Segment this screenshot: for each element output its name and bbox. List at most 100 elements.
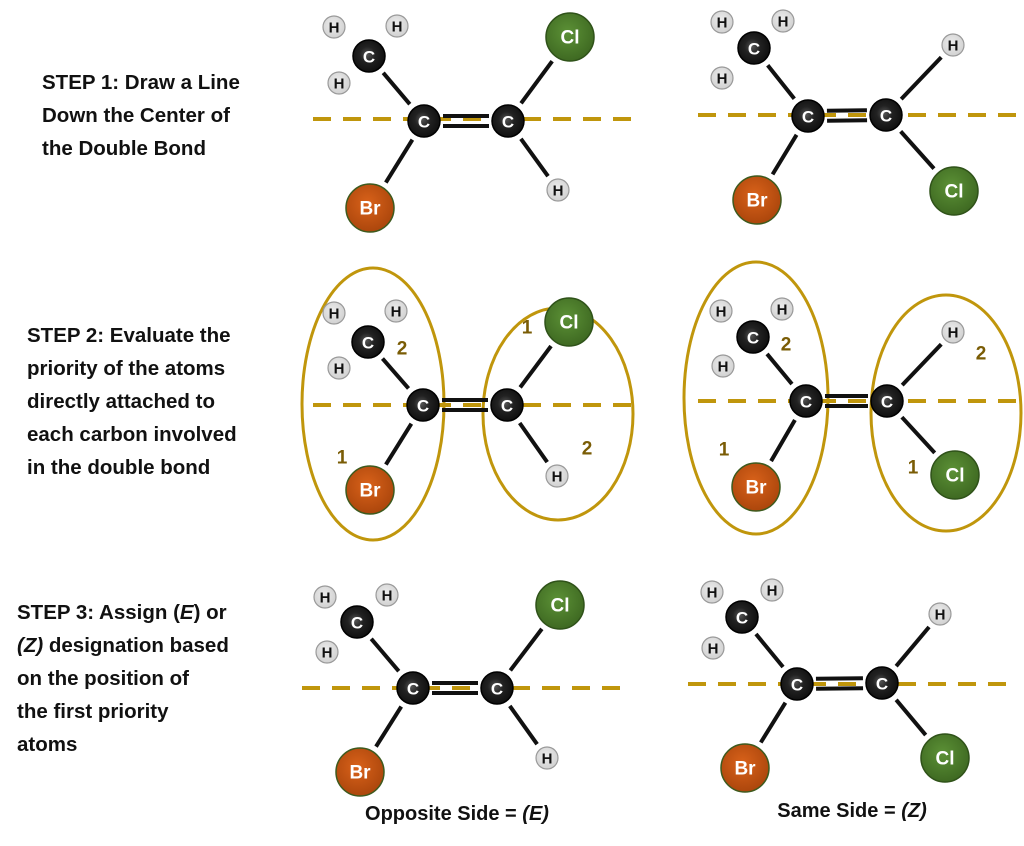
atom-symbol: C	[876, 675, 888, 694]
atom-br: Br	[731, 462, 781, 512]
atom-symbol: C	[736, 609, 748, 628]
atom-sphere	[535, 580, 585, 630]
atom-sphere	[407, 104, 441, 138]
atom-symbol: Br	[349, 763, 371, 784]
single-bond	[518, 344, 553, 389]
atom-h: H	[760, 578, 784, 602]
atom-sphere	[941, 320, 965, 344]
single-bond	[899, 130, 936, 170]
caption-text: Opposite Side =	[365, 803, 522, 825]
atom-sphere	[545, 12, 595, 62]
atom-symbol: C	[363, 48, 375, 67]
atom-cl: Cl	[929, 166, 979, 216]
atom-sphere	[315, 640, 339, 664]
atom-symbol: C	[407, 680, 419, 699]
atom-sphere	[929, 166, 979, 216]
priority-rank-label: 2	[397, 339, 408, 360]
atom-sphere	[345, 465, 395, 515]
single-bond	[899, 55, 943, 101]
atom-h: H	[315, 640, 339, 664]
step3-text-segment: the first priority	[17, 700, 169, 723]
atom-symbol: H	[777, 302, 788, 319]
atom-symbol: H	[708, 641, 719, 658]
atom-h: H	[313, 585, 337, 609]
priority-rank-label: 2	[582, 439, 593, 460]
atom-symbol: Cl	[936, 749, 955, 770]
atom-symbol: C	[748, 40, 760, 59]
atom-sphere	[396, 671, 430, 705]
step3-text-segment: ) or	[193, 601, 227, 624]
priority-rank-label: 1	[337, 448, 348, 469]
atom-symbol: H	[716, 304, 727, 321]
atom-br: Br	[335, 747, 385, 797]
single-bond	[894, 625, 931, 668]
atom-symbol: C	[491, 680, 503, 699]
atom-sphere	[789, 384, 823, 418]
atom-symbol: H	[329, 20, 340, 37]
atom-sphere	[340, 605, 374, 639]
atom-symbol: Br	[745, 478, 767, 499]
atom-c: C	[780, 667, 814, 701]
atom-c: C	[789, 384, 823, 418]
atom-sphere	[313, 585, 337, 609]
atom-h: H	[327, 356, 351, 380]
atom-symbol: H	[717, 71, 728, 88]
atom-h: H	[928, 602, 952, 626]
atom-sphere	[710, 66, 734, 90]
atom-h: H	[709, 299, 733, 323]
single-bond	[519, 137, 550, 178]
atom-br: Br	[720, 743, 770, 793]
step3-line: atoms	[17, 728, 229, 761]
atom-symbol: H	[322, 645, 333, 662]
atom-sphere	[700, 580, 724, 604]
atom-sphere	[384, 299, 408, 323]
designation-caption: Same Side = (Z)	[777, 800, 927, 822]
atom-sphere	[352, 39, 386, 73]
atom-c: C	[870, 384, 904, 418]
single-bond	[759, 701, 788, 744]
atom-h: H	[322, 15, 346, 39]
single-bond	[508, 704, 539, 746]
single-bond	[508, 627, 544, 672]
atom-symbol: Cl	[551, 596, 570, 617]
carbon-substituent-group-ellipse	[300, 266, 446, 542]
atom-h: H	[385, 14, 409, 38]
atom-c: C	[340, 605, 374, 639]
atom-c: C	[725, 600, 759, 634]
atom-symbol: Br	[359, 481, 381, 502]
atom-c: C	[406, 388, 440, 422]
atom-symbol: Br	[746, 191, 768, 212]
step3-text-segment: STEP 3: Assign (	[17, 601, 180, 624]
atom-c: C	[396, 671, 430, 705]
atom-c: C	[351, 325, 385, 359]
designation-caption: Opposite Side = (E)	[365, 803, 549, 825]
step2-line: directly attached to	[27, 390, 215, 413]
atom-symbol: Cl	[561, 28, 580, 49]
atom-c: C	[490, 388, 524, 422]
atom-c: C	[352, 39, 386, 73]
atom-sphere	[725, 600, 759, 634]
double-bond-line	[827, 118, 868, 123]
atom-sphere	[928, 602, 952, 626]
atom-c: C	[869, 98, 903, 132]
double-bond-line	[826, 108, 867, 113]
single-bond	[754, 632, 785, 669]
atom-sphere	[770, 297, 794, 321]
single-bond	[384, 138, 415, 184]
step1-line: STEP 1: Draw a Line	[42, 71, 240, 94]
atom-h: H	[770, 297, 794, 321]
atom-h: H	[941, 33, 965, 57]
step2-line: each carbon involved	[27, 423, 237, 446]
step3-line: (Z) designation based	[17, 629, 229, 662]
step1-line: the Double Bond	[42, 137, 206, 160]
atom-sphere	[869, 98, 903, 132]
atom-sphere	[731, 462, 781, 512]
single-bond	[900, 415, 937, 455]
atom-sphere	[930, 450, 980, 500]
atom-br: Br	[345, 183, 395, 233]
step3-text-segment: atoms	[17, 733, 78, 756]
atom-symbol: H	[391, 304, 402, 321]
atom-c: C	[407, 104, 441, 138]
atom-symbol: H	[553, 183, 564, 200]
